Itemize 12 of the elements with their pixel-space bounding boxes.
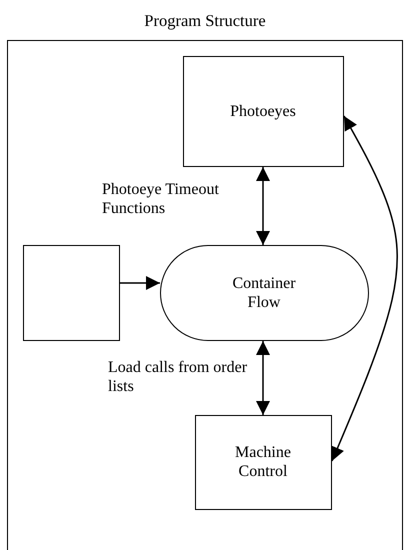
arrow xyxy=(331,116,398,462)
node-label: Container Flow xyxy=(231,274,297,312)
rounded-process-box xyxy=(160,244,368,340)
process-box xyxy=(182,56,344,166)
process-box xyxy=(194,414,332,510)
node-label: Photoeyes xyxy=(230,102,296,120)
node-heading: Program Structure xyxy=(143,11,267,30)
box-shape xyxy=(22,244,120,340)
arrow xyxy=(256,167,270,245)
arrow xyxy=(256,341,270,415)
arrow xyxy=(120,276,160,290)
node-label: Machine Control xyxy=(234,443,292,481)
